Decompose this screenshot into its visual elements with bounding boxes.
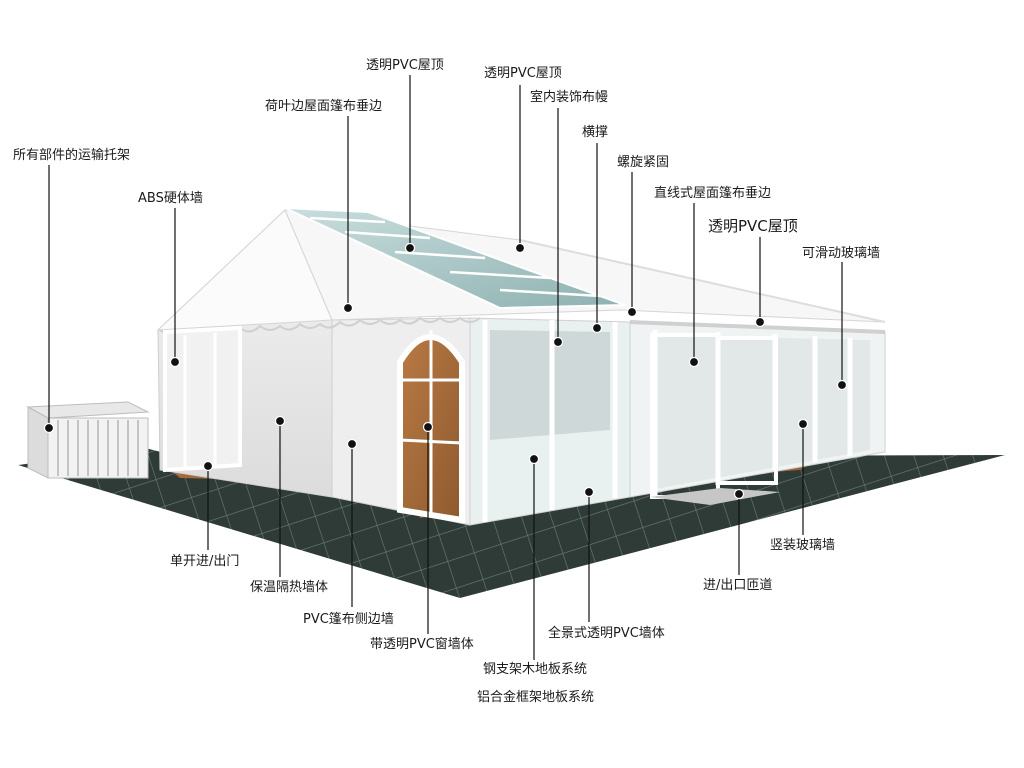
- leader-lines: [48, 75, 843, 660]
- label-pvc-window-wall: 带透明PVC窗墙体: [370, 637, 474, 652]
- label-pvc-roof-1: 透明PVC屋顶: [366, 58, 444, 73]
- label-single-door: 单开进/出门: [170, 554, 240, 569]
- label-lotus-valance: 荷叶边屋面篷布垂边: [265, 99, 383, 114]
- label-interior-curtain: 室内装饰布幔: [530, 90, 609, 105]
- label-vertical-glass-wall: 竖装玻璃墙: [770, 538, 836, 553]
- label-entrance-ramp: 进/出口匝道: [703, 578, 773, 593]
- label-aluminum-floor: 铝合金框架地板系统: [477, 690, 595, 705]
- label-sliding-glass-wall: 可滑动玻璃墙: [802, 246, 881, 261]
- label-insulated-wall: 保温隔热墙体: [250, 580, 329, 595]
- single-door-frame: [163, 325, 242, 473]
- label-pvc-roof-3: 透明PVC屋顶: [708, 217, 798, 235]
- transport-rack-graphic: [26, 401, 150, 479]
- label-abs-wall: ABS硬体墙: [138, 191, 203, 206]
- leader-dots: [43, 242, 848, 500]
- entrance-ramp: [650, 488, 780, 505]
- label-pvc-roof-2: 透明PVC屋顶: [484, 66, 562, 81]
- label-steel-floor: 钢支架木地板系统: [483, 662, 588, 677]
- label-straight-valance: 直线式屋面篷布垂边: [654, 186, 772, 201]
- label-transport-rack: 所有部件的运输托架: [13, 148, 131, 163]
- label-crossbar: 横撑: [582, 125, 609, 140]
- label-panoramic-wall: 全景式透明PVC墙体: [548, 626, 665, 641]
- label-screw-tighten: 螺旋紧固: [617, 155, 670, 170]
- label-pvc-side-wall: PVC篷布侧边墙: [303, 612, 394, 627]
